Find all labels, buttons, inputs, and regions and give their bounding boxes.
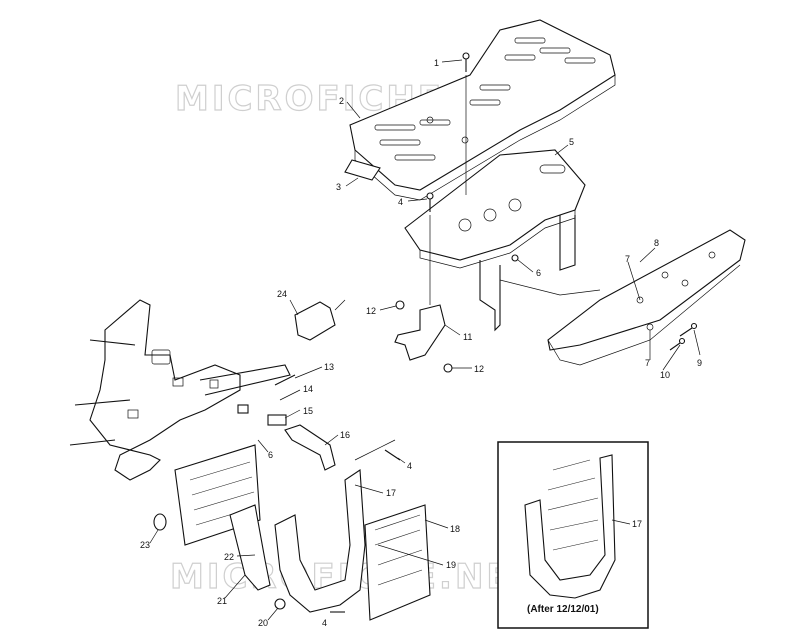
- label-part-14: 14: [303, 384, 313, 394]
- fastener-bolts: [330, 52, 698, 613]
- label-part-2: 2: [339, 96, 344, 106]
- part-18-side-panel: [364, 504, 431, 621]
- part-17-u-bracket: [274, 469, 366, 613]
- part-24-light: [294, 299, 346, 341]
- part-8-bumper: [547, 229, 746, 366]
- part-2-upper-rack: [349, 19, 616, 201]
- label-part-17b: 17: [632, 519, 642, 529]
- assembly-lines: [354, 75, 601, 461]
- label-part-20: 20: [258, 618, 268, 628]
- label-part-19: 19: [446, 560, 456, 570]
- label-part-5: 5: [569, 137, 574, 147]
- label-part-8: 8: [654, 238, 659, 248]
- frame: [69, 299, 291, 481]
- label-part-17a: 17: [386, 488, 396, 498]
- label-part-7b: 7: [645, 358, 650, 368]
- label-part-9: 9: [697, 358, 702, 368]
- label-part-6a: 6: [536, 268, 541, 278]
- label-part-24: 24: [277, 289, 287, 299]
- label-part-11: 11: [463, 332, 472, 342]
- label-part-16: 16: [340, 430, 350, 440]
- part-11-bracket: [394, 304, 446, 361]
- part-3-plate: [344, 159, 381, 181]
- label-part-22: 22: [224, 552, 234, 562]
- leader-lines: [149, 59, 701, 621]
- part-16-brace: [284, 424, 336, 471]
- part-23-grommet: [153, 513, 167, 531]
- label-part-7a: 7: [625, 254, 630, 264]
- label-part-4c: 4: [322, 618, 327, 628]
- parts-13-15-hardware: [237, 374, 296, 426]
- inset-caption: (After 12/12/01): [527, 604, 599, 615]
- inset-after-12-12-01: 17 (After 12/12/01): [497, 441, 649, 629]
- label-part-13: 13: [324, 362, 334, 372]
- part-5-rack-bracket: [404, 149, 586, 332]
- label-part-23: 23: [140, 540, 150, 550]
- label-part-4b: 4: [407, 461, 412, 471]
- label-part-12b: 12: [474, 364, 484, 374]
- label-part-1: 1: [434, 58, 439, 68]
- label-part-21: 21: [217, 596, 227, 606]
- label-part-10: 10: [660, 370, 670, 380]
- part-20-nut: [274, 598, 286, 610]
- label-part-4a: 4: [398, 197, 403, 207]
- label-part-18: 18: [450, 524, 460, 534]
- label-part-15: 15: [303, 406, 313, 416]
- label-part-12a: 12: [366, 306, 376, 316]
- label-part-6b: 6: [268, 450, 273, 460]
- label-part-3: 3: [336, 182, 341, 192]
- part-labels: 1 2 3 4 5 6 7 8 9 10 7 11 12 12 13 14 15…: [140, 58, 702, 628]
